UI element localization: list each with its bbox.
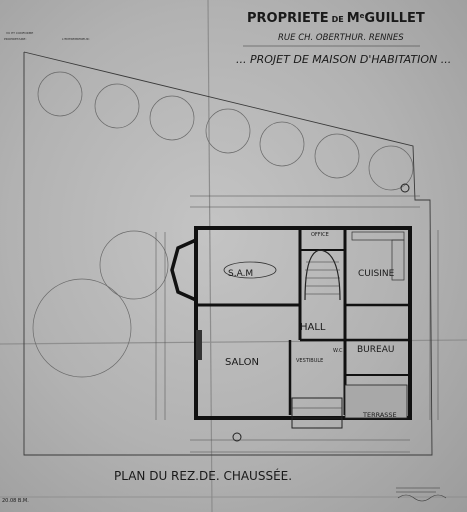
room-label-vestibule: VESTIBULE: [296, 358, 323, 364]
room-label-bureau: BUREAU: [357, 345, 394, 355]
room-label-terrasse: TERRASSE: [362, 411, 397, 419]
room-label-salon: SALON: [225, 357, 259, 368]
tree-circle: [149, 95, 195, 141]
room-label-wc: W.C: [333, 348, 343, 354]
tree-circle: [99, 230, 169, 300]
room-label-hall: HALL: [300, 322, 326, 333]
tree-circle: [205, 108, 251, 154]
approval-note: VU ET CONFORME PROPRIETAIRE: L'ENTREPREN…: [4, 31, 90, 41]
svg-text:L'ENTREPRENEUR:: L'ENTREPRENEUR:: [62, 37, 90, 41]
dimension-lines: [155, 195, 439, 453]
plan-title: PLAN DU REZ.DE. CHAUSSÉE.: [114, 468, 292, 483]
signature-stamp: [396, 487, 447, 502]
svg-text:VU ET CONFORME: VU ET CONFORME: [6, 31, 33, 35]
trees-group: [32, 71, 414, 378]
tree-circle: [94, 83, 140, 129]
room-labels: S.A.M OFFICE CUISINE HALL SALON VESTIBUL…: [225, 232, 397, 419]
room-label-salle: S.A.M: [228, 269, 253, 279]
house-walls: [170, 183, 412, 442]
title-project: ... PROJET DE MAISON D'HABITATION ...: [236, 53, 451, 66]
site-boundary: [23, 51, 433, 456]
tree-circle: [368, 145, 414, 191]
tree-circle: [314, 133, 360, 179]
footer-reference: 20.08 B.M.: [2, 498, 29, 504]
title-address: RUE CH. OBERTHUR. RENNES: [278, 33, 404, 43]
fold-line-vertical: [207, 0, 213, 512]
tree-circle: [37, 71, 83, 117]
room-label-cuisine: CUISINE: [358, 269, 395, 279]
tree-circle: [259, 121, 305, 167]
room-label-office: OFFICE: [311, 232, 329, 238]
svg-text:PROPRIETAIRE:: PROPRIETAIRE:: [4, 37, 26, 41]
tree-circle: [32, 278, 132, 378]
